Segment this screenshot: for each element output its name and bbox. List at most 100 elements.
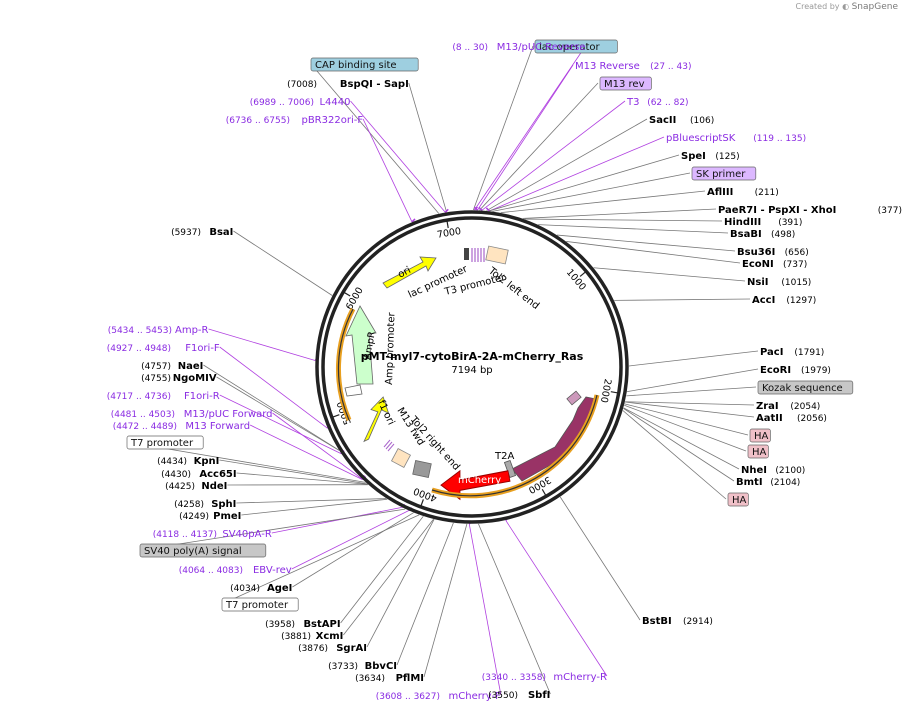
tol2-right-box: [390, 447, 412, 469]
right-label-7: SK primer: [691, 166, 757, 181]
credit: Created by ◐ SnapGene: [796, 2, 899, 12]
feature-box: [747, 444, 769, 459]
leader-line: [593, 267, 746, 282]
site-position: (1979): [801, 366, 831, 376]
feature-box: [749, 428, 771, 443]
site-position: (2104): [770, 478, 800, 488]
feature-box: [691, 166, 757, 181]
site-name: BstBI: [642, 616, 672, 627]
leader-line: [236, 498, 387, 504]
site-position: (4927 .. 4948): [107, 344, 171, 354]
leader-line: [474, 45, 586, 211]
leader-line: [350, 100, 446, 213]
t2a-feature: [503, 459, 517, 479]
tick-3000: [541, 488, 547, 497]
site-position: (125): [715, 152, 739, 162]
ampr-feature: [345, 305, 377, 385]
left-label-21: EBV-rev(4064 .. 4083): [179, 565, 292, 576]
left-label-20: SV40 poly(A) signal: [139, 543, 267, 558]
site-name: F1ori-R: [184, 391, 220, 402]
site-name: SpeI: [681, 151, 706, 162]
leader-line: [343, 518, 434, 636]
left-label-28: PflMI(3634): [355, 673, 424, 684]
site-position: (62 .. 82): [647, 98, 688, 108]
primer-site-mark: [485, 207, 490, 212]
amp-promoter-feature: [344, 384, 363, 397]
site-position: (3634): [355, 674, 385, 684]
leader-line: [139, 508, 406, 551]
site-name: mCherry-R: [553, 672, 607, 683]
site-name: SphI: [211, 499, 236, 510]
leader-line: [366, 519, 435, 648]
site-name: EcoNI: [742, 259, 774, 270]
site-name: Acc65I: [199, 469, 236, 480]
site-position: (5434 .. 5453): [108, 326, 172, 336]
site-name: BspQI - SapI: [340, 79, 409, 90]
tick-label-4000: 4000: [412, 485, 438, 504]
site-position: (4430): [161, 470, 191, 480]
backbone-inner: [321, 216, 623, 518]
left-label-12: M13 Forward(4472 .. 4489): [113, 421, 250, 432]
leader-line: [472, 45, 534, 211]
site-name: NsiI: [747, 277, 768, 288]
site-position: (4118 .. 4137): [153, 530, 217, 540]
site-name: AatII: [756, 413, 783, 424]
leader-line: [477, 64, 574, 211]
site-position: (5937): [171, 228, 201, 238]
leader-line: [624, 403, 749, 436]
site-position: (4064 .. 4083): [179, 566, 243, 576]
site-position: (377): [878, 206, 902, 216]
site-name: PacI: [760, 347, 783, 358]
right-label-15: AccI(1297): [752, 295, 816, 306]
primer-site-mark: [473, 206, 478, 211]
leader-line: [362, 118, 413, 223]
leader-line: [624, 404, 747, 452]
site-position: (3958): [265, 620, 295, 630]
right-label-13: EcoNI(737): [742, 259, 807, 270]
left-label-24: BstAPI(3958): [265, 619, 341, 630]
tick-4000: [420, 499, 424, 508]
left-label-11: M13/pUC Forward(4481 .. 4503): [111, 409, 273, 420]
feature-box-name: HA: [754, 431, 769, 442]
site-position: (4258): [174, 500, 204, 510]
right-label-24: BmtI (2104): [736, 477, 800, 488]
bira-feature: [511, 396, 597, 482]
leader-line: [219, 459, 368, 485]
leader-line: [505, 520, 608, 677]
left-label-30: SbfI(3550): [488, 690, 550, 701]
left-label-18: PmeI(4249): [179, 511, 241, 522]
site-name: pBR322ori-F: [301, 115, 363, 126]
site-position: (4757): [141, 362, 171, 372]
site-name: AgeI: [267, 583, 292, 594]
leader-line: [272, 412, 362, 479]
site-position: (4425): [165, 482, 195, 492]
feature-box-name: T7 promoter: [130, 438, 194, 449]
t2a-label: T2A: [494, 451, 514, 462]
site-position: (211): [755, 188, 779, 198]
left-label-10: F1ori-R(4717 .. 4736): [107, 391, 220, 402]
site-position: (3340 .. 3358): [482, 673, 546, 683]
leader-line: [208, 328, 316, 361]
left-label-4: pBR322ori-F(6736 .. 6755): [226, 115, 364, 126]
site-name: HindIII: [724, 217, 761, 228]
tol2-left-label: Tol2 left end: [485, 265, 541, 312]
leader-line: [524, 218, 723, 222]
leader-line: [489, 136, 665, 212]
left-label-2: BspQI - SapI(7008): [287, 79, 409, 90]
snapgene-logo-icon: ◐: [842, 2, 850, 11]
feature-box-name: SV40 poly(A) signal: [144, 546, 242, 557]
right-label-1: M13 Reverse(27 .. 43): [575, 61, 691, 72]
feature-box-name: HA: [732, 495, 747, 506]
cmv-box: [412, 460, 432, 478]
site-position: (6989 .. 7006): [250, 98, 314, 108]
right-label-22: HA: [747, 444, 769, 459]
site-position: (4481 .. 4503): [111, 410, 175, 420]
site-name: KpnI: [194, 456, 220, 467]
site-name: F1ori-F: [185, 343, 220, 354]
cap-site-box: [464, 248, 469, 260]
site-name: BmtI: [736, 477, 763, 488]
feature-box: [534, 39, 618, 54]
tick-2000: [610, 391, 619, 394]
mcs-primer-marks: [471, 248, 485, 262]
